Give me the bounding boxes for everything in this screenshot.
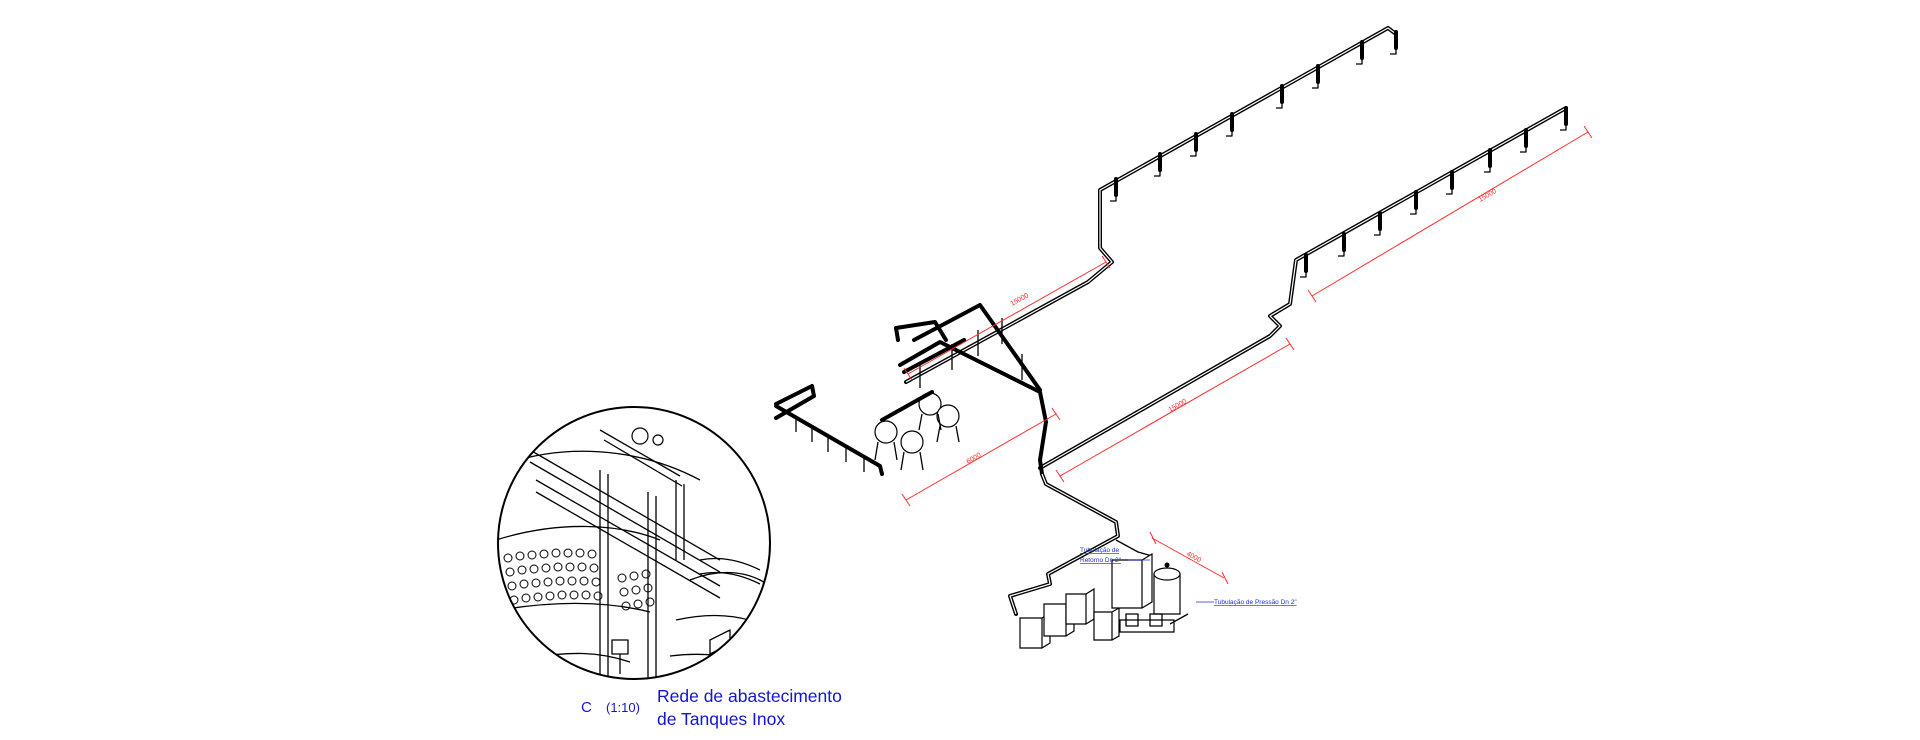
lower-drops — [1300, 106, 1568, 278]
left-spur — [774, 384, 884, 476]
dimension-left-label: 6000 — [966, 452, 983, 466]
dimension-right: 15000 — [1307, 125, 1593, 303]
dimension-lower: 15000 — [1055, 337, 1295, 483]
pressure-pipe-note-text: Tubulação de Pressão Dn 2" — [1214, 599, 1297, 606]
detail-caption-title-line1: Rede de abastecimento — [657, 686, 842, 706]
dimension-lower-label: 15000 — [1168, 398, 1189, 414]
dimension-left: 6000 — [901, 407, 1061, 507]
lower-pipe-run — [1038, 106, 1568, 470]
pump-equipment — [1019, 552, 1189, 649]
pressure-pipe-note: Tubulação de Pressão Dn 2" — [1196, 599, 1297, 606]
detail-caption-scale: (1:10) — [606, 700, 640, 715]
detail-view — [497, 406, 771, 680]
dimension-upper: 15000 — [903, 255, 1111, 381]
dimension-right-label: 15000 — [1478, 188, 1498, 204]
return-pipe-note: Tubulação de Retorno Dn 2" — [1080, 547, 1150, 564]
upper-pipe-run — [904, 26, 1398, 384]
dimension-upper-label: 15000 — [1010, 292, 1031, 308]
return-pipe-note-line2: Retorno Dn 2" — [1080, 557, 1122, 564]
detail-caption-title-line2: de Tanques Inox — [657, 709, 786, 729]
detail-caption-letter: C — [581, 699, 592, 716]
dimension-pump-label: 4000 — [1185, 551, 1202, 565]
upper-drops — [1110, 30, 1398, 202]
tank-cluster — [874, 303, 1048, 476]
return-pipe-note-line1: Tubulação de — [1080, 547, 1120, 554]
descent-pipe — [1008, 472, 1153, 616]
jacket-dimples — [503, 548, 655, 611]
